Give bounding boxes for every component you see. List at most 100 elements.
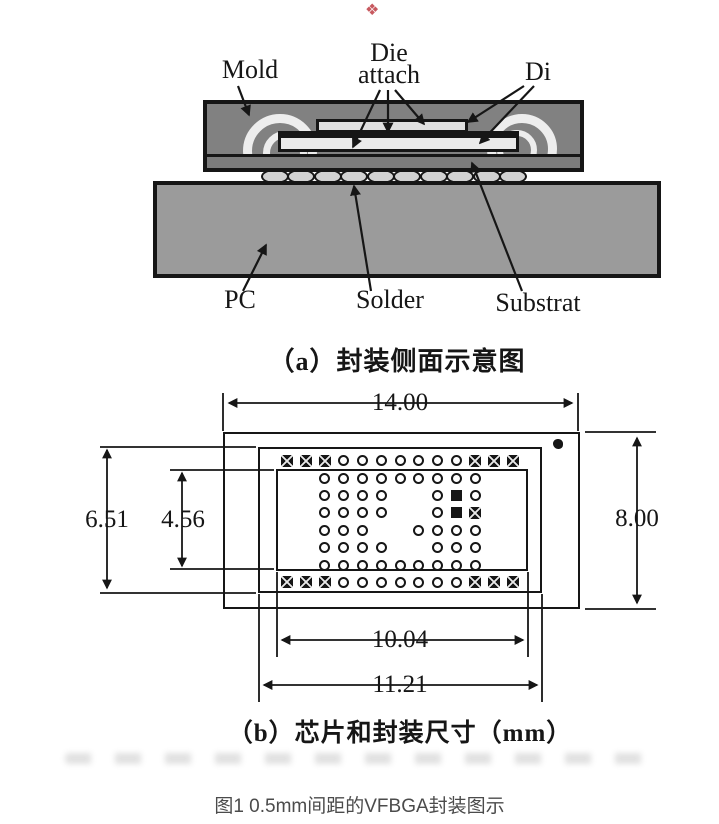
- open-ball-pad: [413, 472, 425, 484]
- hatched-square-pad: [281, 454, 294, 467]
- open-ball-pad: [375, 576, 387, 588]
- figure-caption: 图1 0.5mm间距的VFBGA封装图示: [214, 796, 505, 817]
- ball-field-rect: [258, 447, 542, 593]
- open-ball-pad: [394, 559, 406, 571]
- open-ball-pad: [413, 524, 425, 536]
- open-ball-pad: [338, 489, 350, 501]
- open-ball-pad: [432, 455, 444, 467]
- filled-square-pad: [451, 489, 463, 501]
- die-attach-label-line2: attach: [357, 60, 421, 89]
- hatched-square-pad: [506, 454, 519, 467]
- open-ball-pad: [432, 524, 444, 536]
- solder-arrow: [350, 184, 373, 292]
- open-ball-pad: [413, 576, 425, 588]
- dim-die-height: 4.56: [159, 506, 207, 534]
- open-ball-pad: [338, 455, 350, 467]
- open-ball-pad: [413, 455, 425, 467]
- open-ball-pad: [432, 542, 444, 554]
- decorative-diamond-icon: ❖: [365, 2, 380, 19]
- open-ball-pad: [451, 559, 463, 571]
- die-arrow-upper: [466, 85, 525, 123]
- side-view-diagram: Mold Die attach Di PC Solder Substrat （a…: [0, 0, 719, 382]
- hatched-square-pad: [469, 576, 482, 589]
- hatched-square-pad: [318, 454, 331, 467]
- open-ball-pad: [357, 472, 369, 484]
- open-ball-pad: [319, 559, 331, 571]
- hatched-square-pad: [469, 506, 482, 519]
- open-ball-pad: [338, 507, 350, 519]
- open-ball-pad: [375, 542, 387, 554]
- open-ball-pad: [469, 542, 481, 554]
- open-ball-pad: [394, 455, 406, 467]
- open-ball-pad: [319, 542, 331, 554]
- open-ball-pad: [469, 472, 481, 484]
- open-ball-pad: [357, 542, 369, 554]
- solder-label: Solder: [356, 285, 424, 314]
- dimension-lines: [100, 393, 656, 702]
- die-attach-label: Die attach: [337, 40, 441, 89]
- pin1-marker: [553, 439, 563, 449]
- open-ball-pad: [319, 489, 331, 501]
- ball-grid: [278, 452, 522, 591]
- open-ball-pad: [469, 489, 481, 501]
- die-arrow-lower: [478, 85, 535, 145]
- open-ball-pad: [338, 559, 350, 571]
- substrate-layer: [207, 154, 580, 168]
- open-ball-pad: [357, 455, 369, 467]
- open-ball-pad: [375, 489, 387, 501]
- top-view-diagram: 14.00 8.00 6.51 4.56 10.04 11.21 （b）芯片和封…: [0, 385, 719, 755]
- mold-arrow: [236, 85, 251, 117]
- open-ball-pad: [319, 524, 331, 536]
- bottom-die: [278, 135, 519, 152]
- open-ball-pad: [319, 472, 331, 484]
- open-ball-pad: [451, 542, 463, 554]
- open-ball-pad: [432, 576, 444, 588]
- open-ball-pad: [357, 524, 369, 536]
- open-ball-pad: [469, 559, 481, 571]
- mold-label: Mold: [221, 55, 279, 84]
- extension-lines: [100, 393, 656, 702]
- open-ball-pad: [375, 472, 387, 484]
- open-ball-pad: [432, 559, 444, 571]
- filled-square-pad: [451, 507, 463, 519]
- open-ball-pad: [375, 507, 387, 519]
- open-ball-pad: [357, 559, 369, 571]
- open-ball-pad: [432, 472, 444, 484]
- hatched-square-pad: [488, 454, 501, 467]
- open-ball-pad: [338, 576, 350, 588]
- open-ball-pad: [451, 455, 463, 467]
- open-ball-pad: [357, 576, 369, 588]
- open-ball-pad: [432, 489, 444, 501]
- hatched-square-pad: [488, 576, 501, 589]
- faded-watermark: [65, 753, 655, 764]
- open-ball-pad: [469, 524, 481, 536]
- open-ball-pad: [451, 524, 463, 536]
- die-attach-arrow-right: [394, 89, 426, 126]
- open-ball-pad: [394, 576, 406, 588]
- side-view-caption: （a）封装侧面示意图: [268, 347, 526, 376]
- open-ball-pad: [338, 542, 350, 554]
- open-ball-pad: [432, 507, 444, 519]
- top-view-caption: （b）芯片和封装尺寸（mm）: [227, 720, 573, 747]
- hatched-square-pad: [300, 454, 313, 467]
- open-ball-pad: [357, 507, 369, 519]
- open-ball-pad: [394, 472, 406, 484]
- open-ball-pad: [451, 576, 463, 588]
- open-ball-pad: [451, 472, 463, 484]
- substrate-arrow: [470, 161, 524, 292]
- open-ball-pad: [338, 472, 350, 484]
- hatched-square-pad: [300, 576, 313, 589]
- open-ball-pad: [319, 507, 331, 519]
- open-ball-pad: [338, 524, 350, 536]
- package-outline-rect: [223, 432, 580, 609]
- dimension-arrows: [102, 398, 642, 690]
- annotation-arrows: [236, 85, 535, 292]
- hatched-square-pad: [506, 576, 519, 589]
- die-label: Di: [525, 57, 551, 86]
- pcb-label: PC: [224, 285, 256, 314]
- hatched-square-pad: [318, 576, 331, 589]
- die-attach-arrow-left: [352, 89, 381, 149]
- open-ball-pad: [375, 559, 387, 571]
- open-ball-pad: [375, 455, 387, 467]
- open-ball-pad: [413, 559, 425, 571]
